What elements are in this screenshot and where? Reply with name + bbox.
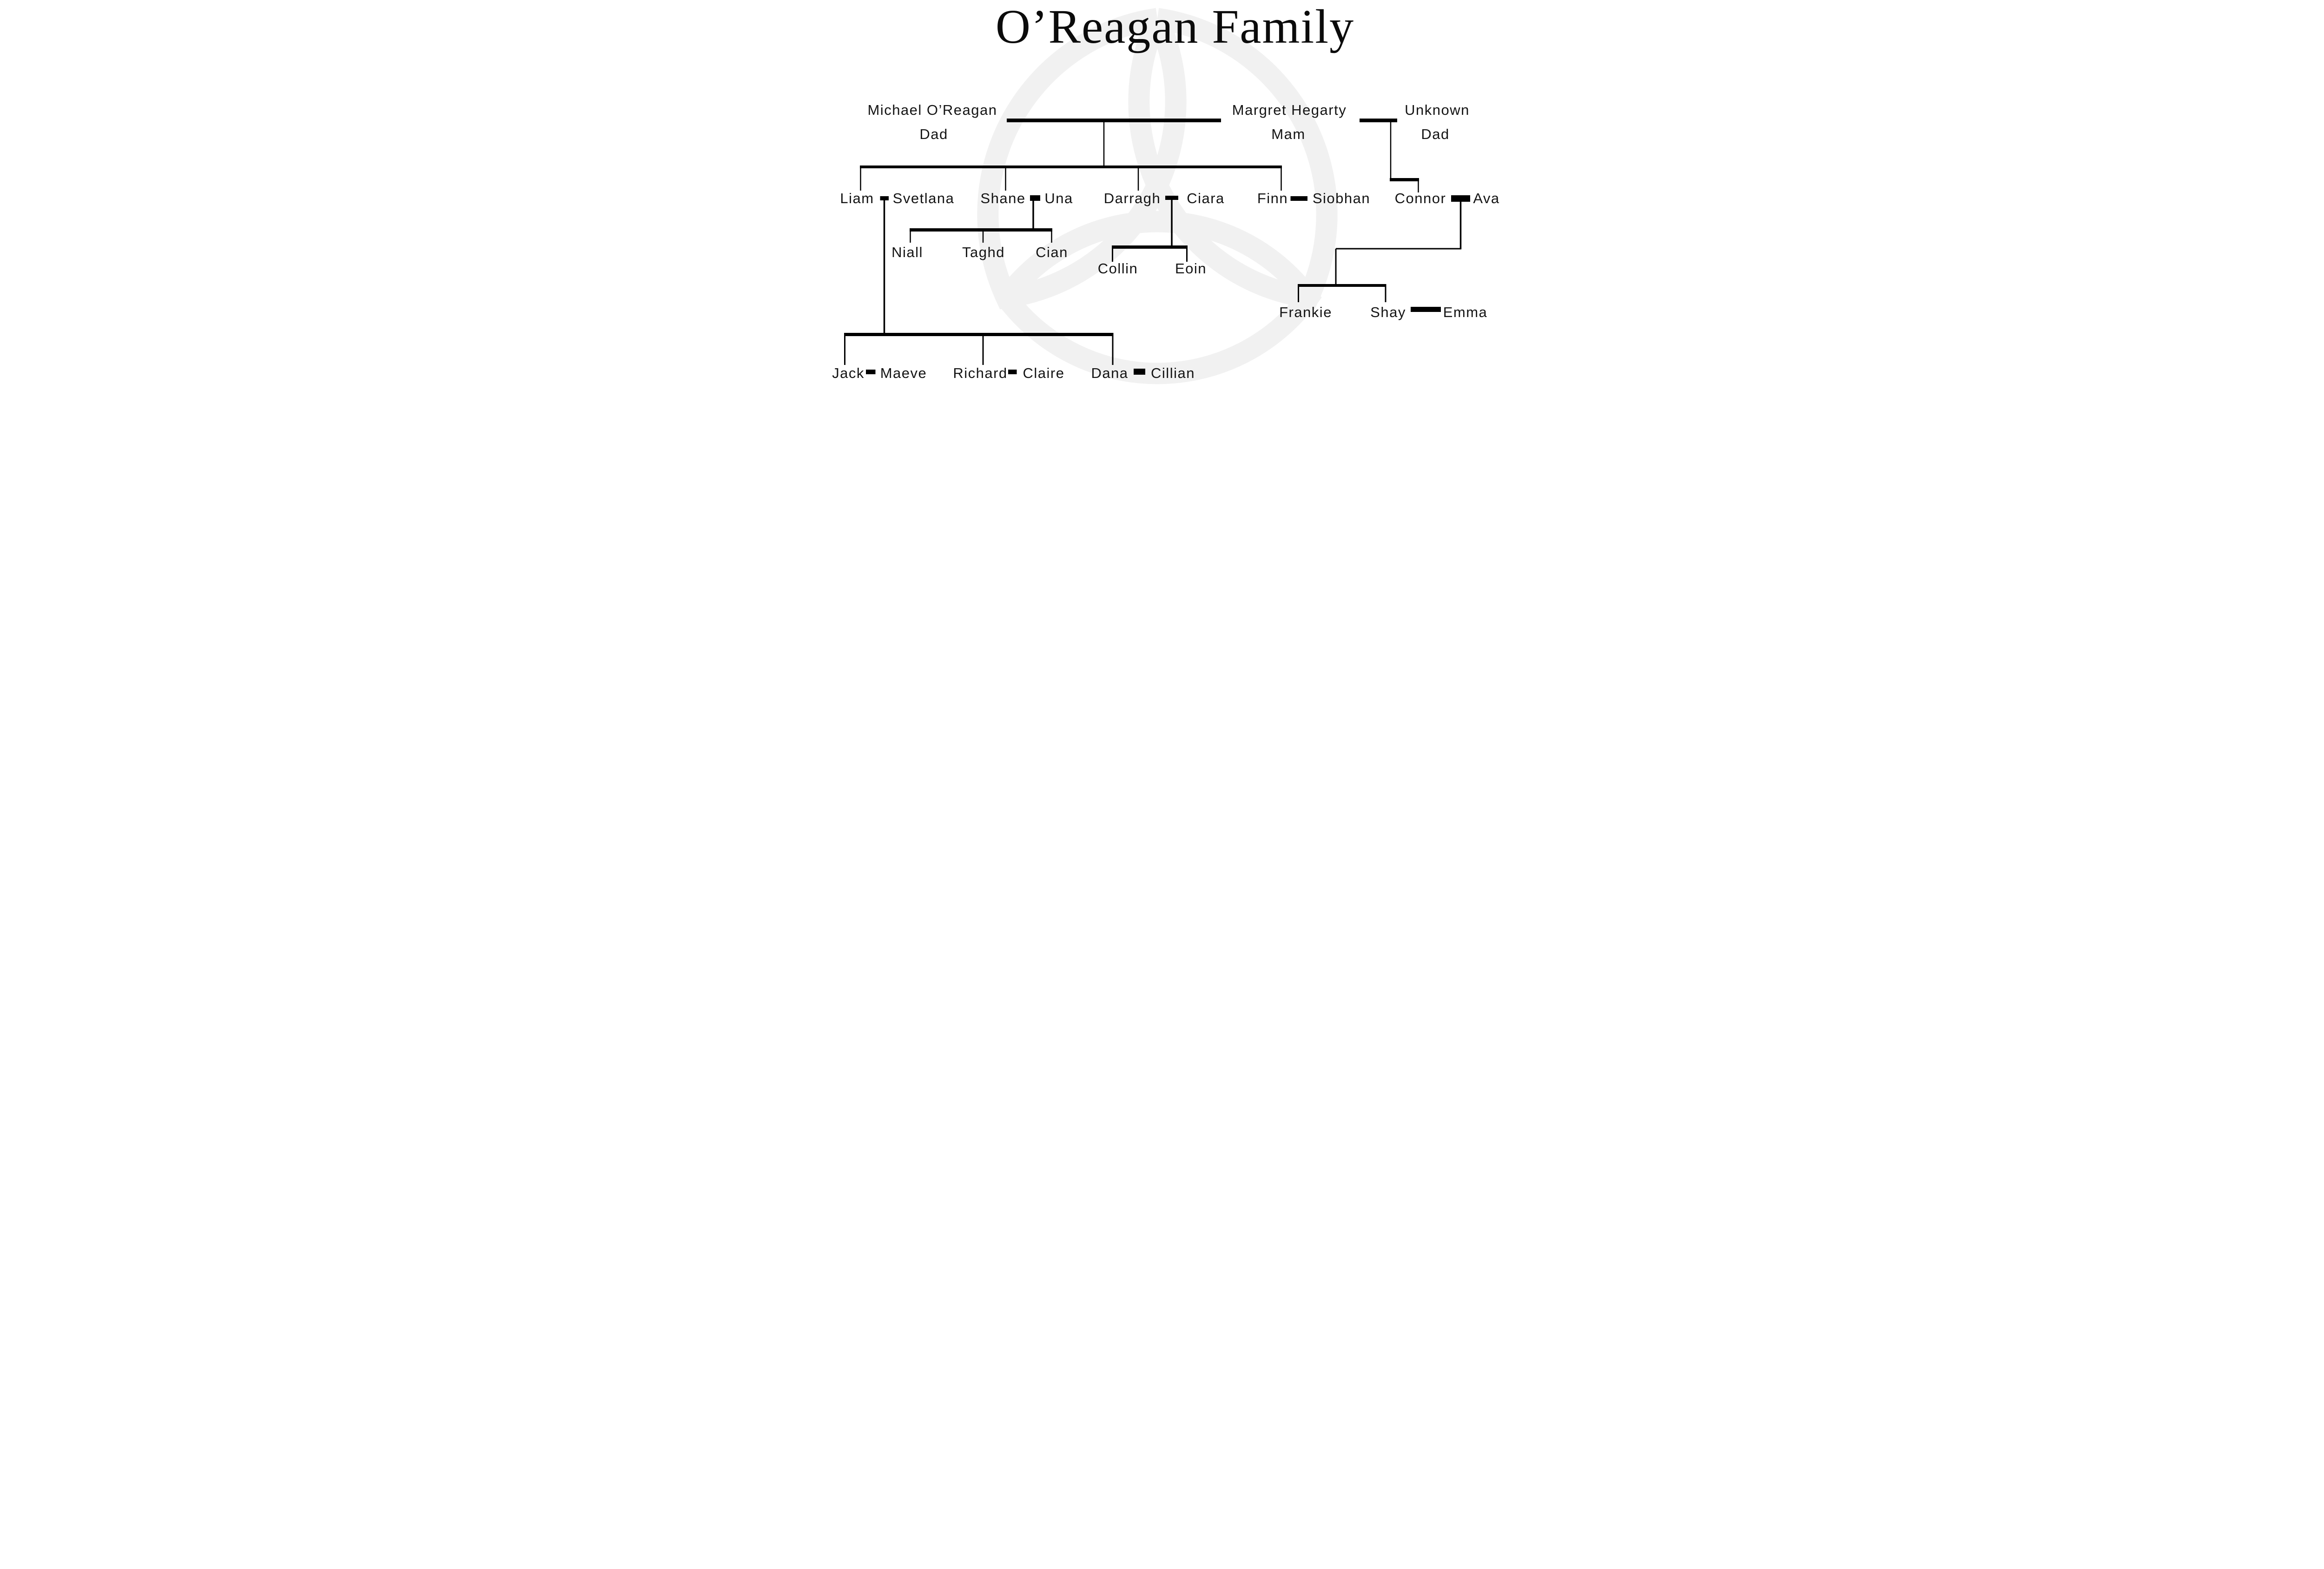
family-tree-title: O’Reagan Family: [996, 0, 1354, 53]
marriage-mark-connor-ava: [1451, 195, 1470, 202]
marriage-bar-shay-emma: [1411, 307, 1441, 312]
person-frankie-name: Frankie: [1279, 304, 1332, 320]
person-claire-name: Claire: [1023, 365, 1065, 381]
person-finn-name: Finn: [1257, 190, 1288, 206]
person-darragh-name: Darragh: [1104, 190, 1161, 206]
sibling-bar-connor-ava-children: [1298, 284, 1386, 287]
elbow-bar-connor: [1390, 178, 1419, 181]
trinity-knot-watermark-icon: [977, 8, 1338, 384]
person-taghd-name: Taghd: [962, 244, 1005, 260]
person-dana-name: Dana: [1091, 365, 1128, 381]
person-ava-name: Ava: [1473, 190, 1499, 206]
person-margret-name: Margret Hegarty: [1232, 102, 1347, 118]
sibling-bar-gen2: [860, 166, 1282, 168]
sibling-bar-shane-una-children: [910, 228, 1052, 232]
person-cillian-name: Cillian: [1151, 365, 1195, 381]
person-shay-name: Shay: [1370, 304, 1406, 320]
marriage-mark-jack-maeve: [866, 370, 876, 374]
trinity-knot-leaf-bottom: [997, 211, 1322, 384]
person-collin-name: Collin: [1098, 260, 1138, 277]
person-michael-role: Dad: [919, 126, 948, 142]
marriage-bar-michael-margret: [1007, 119, 1221, 122]
person-emma-name: Emma: [1443, 304, 1488, 320]
person-unknown-name: Unknown: [1405, 102, 1470, 118]
marriage-mark-liam-svetlana: [880, 196, 889, 200]
person-michael-name: Michael O’Reagan: [867, 102, 997, 118]
person-niall-name: Niall: [891, 244, 923, 260]
person-shane-name: Shane: [980, 190, 1025, 206]
sibling-bar-darragh-ciara-children: [1112, 245, 1188, 249]
person-liam-name: Liam: [840, 190, 874, 206]
person-margret-role: Mam: [1271, 126, 1305, 142]
family-tree-page: O’Reagan Family Michael O’Reagan Dad Mar…: [813, 0, 1511, 392]
person-maeve-name: Maeve: [880, 365, 927, 381]
person-jack-name: Jack: [832, 365, 865, 381]
person-unknown-role: Dad: [1421, 126, 1449, 142]
marriage-bar-finn-siobhan: [1290, 196, 1307, 201]
marriage-mark-darragh-ciara: [1165, 196, 1178, 200]
sibling-bar-liam-svetlana-children: [844, 333, 1114, 336]
person-una-name: Una: [1044, 190, 1073, 206]
person-siobhan-name: Siobhan: [1313, 190, 1370, 206]
person-connor-name: Connor: [1395, 190, 1446, 206]
marriage-mark-shane-una: [1030, 195, 1040, 201]
marriage-mark-dana-cillian: [1134, 369, 1145, 375]
family-tree-canvas: O’Reagan Family Michael O’Reagan Dad Mar…: [832, 0, 1499, 384]
marriage-bar-margret-unknown: [1360, 119, 1397, 122]
person-ciara-name: Ciara: [1187, 190, 1225, 206]
person-svetlana-name: Svetlana: [893, 190, 955, 206]
person-cian-name: Cian: [1036, 244, 1068, 260]
person-eoin-name: Eoin: [1175, 260, 1207, 277]
marriage-mark-richard-claire: [1008, 370, 1017, 374]
person-richard-name: Richard: [953, 365, 1007, 381]
